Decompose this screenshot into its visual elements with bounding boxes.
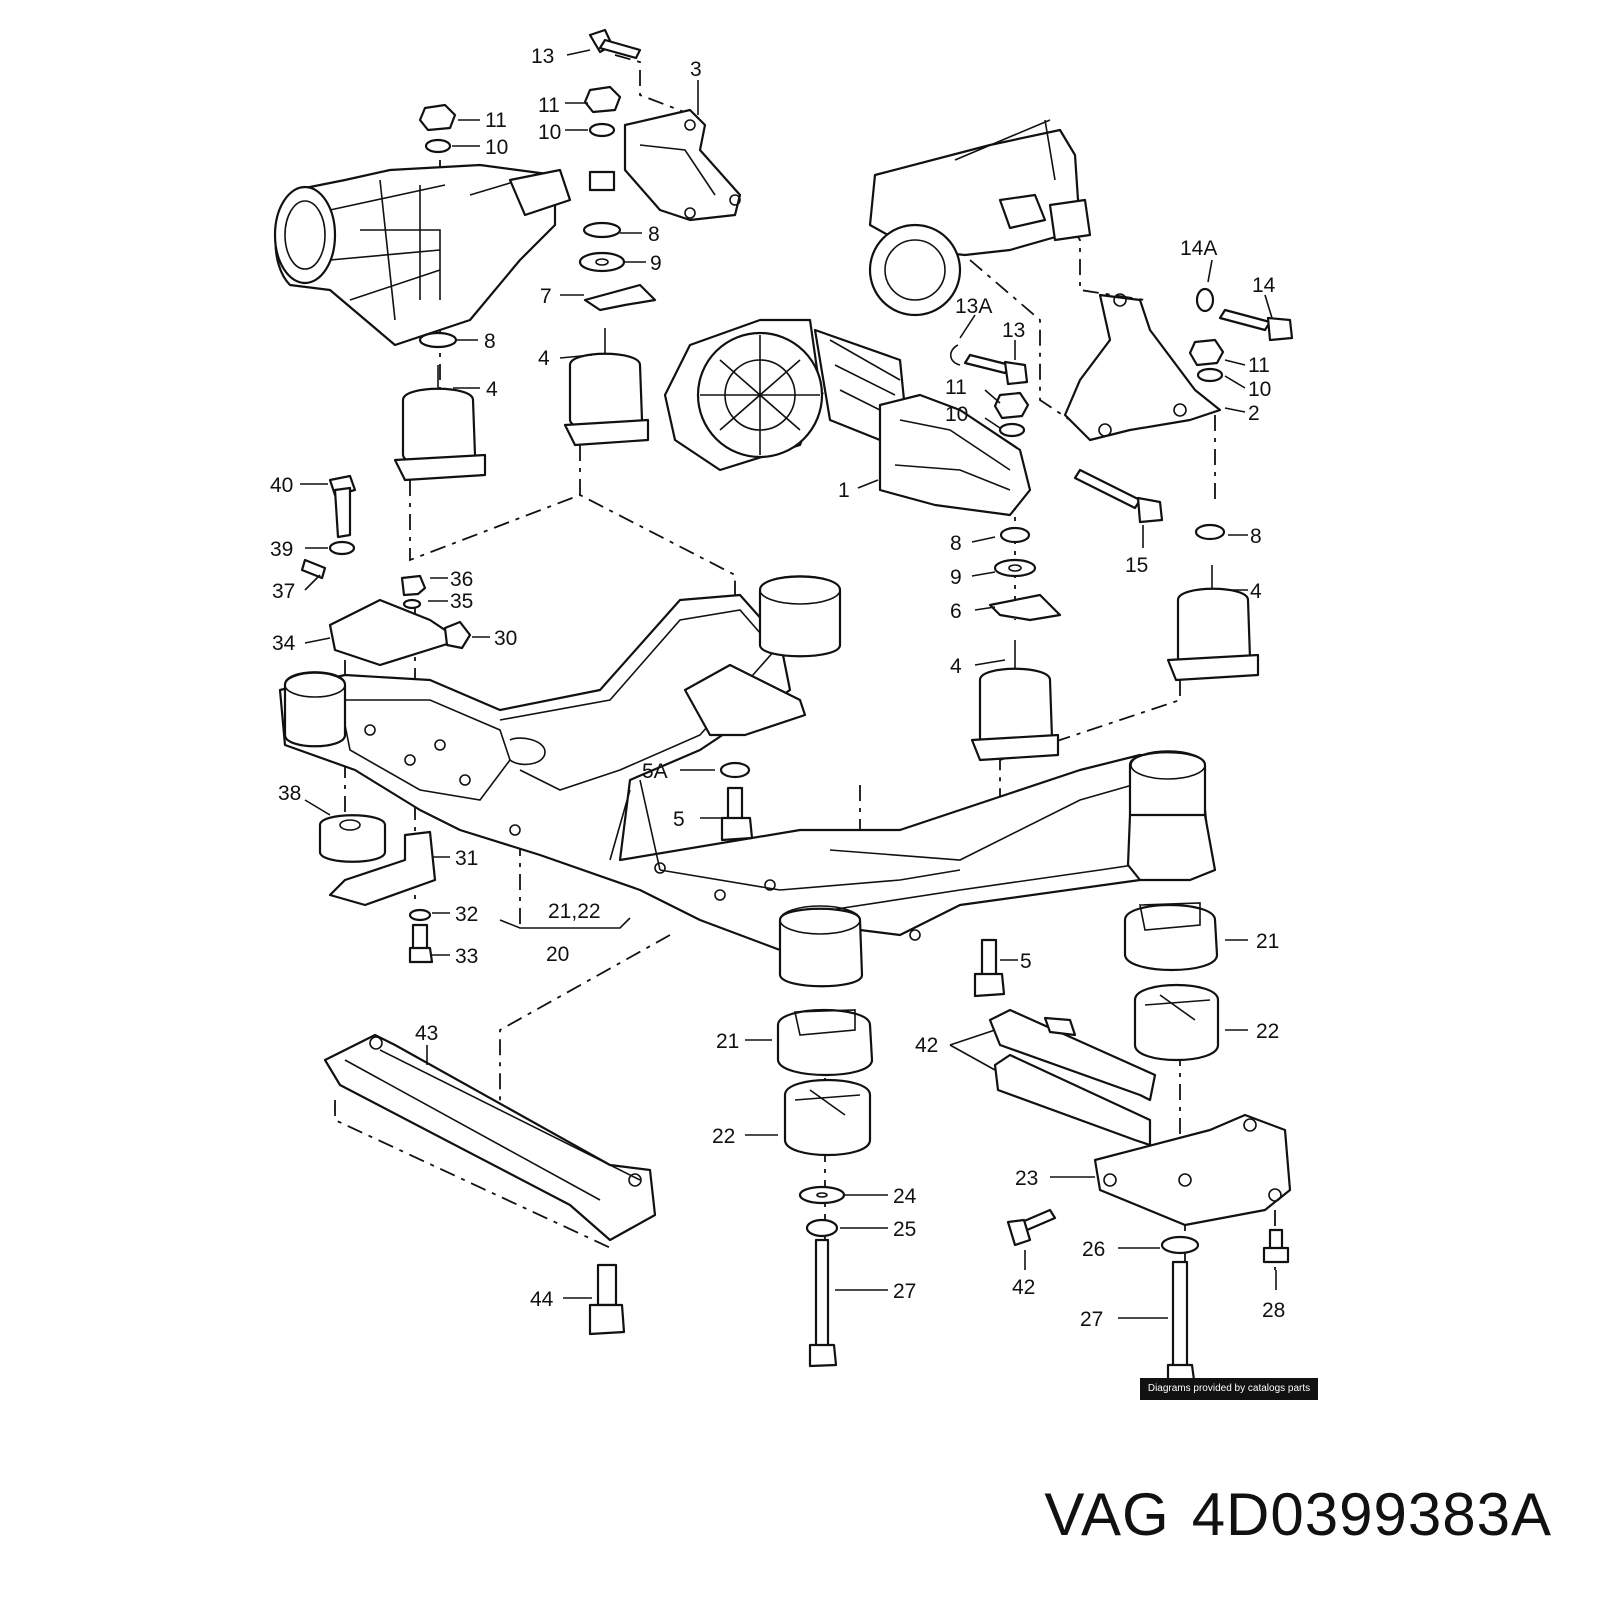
left-bracket-parts: [300, 474, 472, 964]
engine-mount-left: [393, 365, 487, 482]
callout-34: 34: [272, 632, 296, 655]
callout-10: 10: [538, 121, 561, 144]
callout-32: 32: [455, 903, 478, 926]
callout-35: 35: [450, 590, 473, 613]
callout-36: 36: [450, 568, 473, 591]
callout-33: 33: [455, 945, 478, 968]
gearbox-housing: [868, 119, 1092, 317]
center-bolts: [719, 761, 1006, 998]
subframe: [278, 575, 1217, 988]
callout-2: 2: [1248, 402, 1260, 425]
callout-8: 8: [484, 330, 496, 353]
callout-27: 27: [893, 1280, 916, 1303]
bracket-2: [1063, 293, 1222, 442]
callout-7: 7: [540, 285, 552, 308]
bushing-21-center: [776, 1008, 874, 1077]
callout-13: 13: [531, 45, 554, 68]
callout-21-22: 21,22: [548, 900, 601, 923]
lower-hardware: [588, 1185, 1290, 1382]
front-differential-housing: [273, 163, 572, 347]
callout-5A: 5A: [642, 760, 668, 783]
callout-4: 4: [538, 347, 550, 370]
bracket-23: [1093, 1113, 1292, 1227]
callout-10: 10: [485, 136, 508, 159]
callout-28: 28: [1262, 1299, 1285, 1322]
leader-lines: [300, 49, 1277, 1319]
bracket-1: [878, 393, 1032, 517]
callout-8: 8: [1250, 525, 1262, 548]
callout-20: 20: [546, 943, 569, 966]
part-number: 4D0399383A: [1191, 1481, 1552, 1548]
callout-37: 37: [272, 580, 295, 603]
callout-43: 43: [415, 1022, 438, 1045]
callout-1: 1: [838, 479, 850, 502]
subframe-bushings: [776, 902, 1220, 1157]
callout-13A: 13A: [955, 295, 992, 318]
callout-38: 38: [278, 782, 301, 805]
callout-11: 11: [1248, 354, 1270, 377]
callout-15: 15: [1125, 554, 1148, 577]
callout-5: 5: [1020, 950, 1032, 973]
callout-21: 21: [716, 1030, 739, 1053]
callout-25: 25: [893, 1218, 916, 1241]
callout-8: 8: [950, 532, 962, 555]
callout-4: 4: [1250, 580, 1262, 603]
callout-30: 30: [494, 627, 517, 650]
callout-40: 40: [270, 474, 293, 497]
bushing-22-center: [783, 1078, 872, 1157]
callout-4: 4: [486, 378, 498, 401]
callout-21: 21: [1256, 930, 1279, 953]
engine-mount-right: [1166, 565, 1260, 682]
callout-42: 42: [915, 1034, 938, 1057]
callout-11: 11: [538, 94, 560, 117]
callout-6: 6: [950, 600, 962, 623]
callout-42: 42: [1012, 1276, 1035, 1299]
engine-mounts: [393, 328, 1260, 762]
callout-11: 11: [485, 109, 507, 132]
callout-26: 26: [1082, 1238, 1105, 1261]
engine-mount-right-center: [970, 640, 1060, 762]
callout-44: 44: [530, 1288, 554, 1311]
bushing-22-right: [1133, 983, 1220, 1062]
engine-mount-center: [563, 328, 650, 447]
callout-39: 39: [270, 538, 293, 561]
callout-8: 8: [648, 223, 660, 246]
callout-23: 23: [1015, 1167, 1038, 1190]
fasteners: [418, 28, 1294, 622]
callout-22: 22: [712, 1125, 735, 1148]
callout-13: 13: [1002, 319, 1025, 342]
callout-9: 9: [950, 566, 962, 589]
bushing-21-right: [1123, 902, 1219, 972]
part-caption: VAG 4D0399383A: [1044, 1480, 1552, 1549]
callout-10: 10: [945, 403, 968, 426]
diagram-credit-label: Diagrams provided by catalogs parts: [1140, 1378, 1318, 1400]
cross-member-43: [323, 1033, 657, 1242]
callout-4: 4: [950, 655, 962, 678]
brand-name: VAG: [1044, 1481, 1170, 1548]
callout-22: 22: [1256, 1020, 1279, 1043]
callout-9: 9: [650, 252, 662, 275]
callout-10: 10: [1248, 378, 1271, 401]
callout-24: 24: [893, 1185, 917, 1208]
callout-labels: 13 3 11 10 11 10 8 9 7 8 4 4 14A 14 13A …: [270, 45, 1285, 1331]
callout-5: 5: [673, 808, 685, 831]
callout-27: 27: [1080, 1308, 1103, 1331]
callout-31: 31: [455, 847, 478, 870]
bell-housing: [663, 318, 907, 472]
bracket-3: [623, 108, 742, 222]
callout-14A: 14A: [1180, 237, 1217, 260]
callout-11: 11: [945, 376, 967, 399]
callout-3: 3: [690, 58, 702, 81]
strut-42: [988, 1008, 1157, 1147]
callout-14: 14: [1252, 274, 1276, 297]
